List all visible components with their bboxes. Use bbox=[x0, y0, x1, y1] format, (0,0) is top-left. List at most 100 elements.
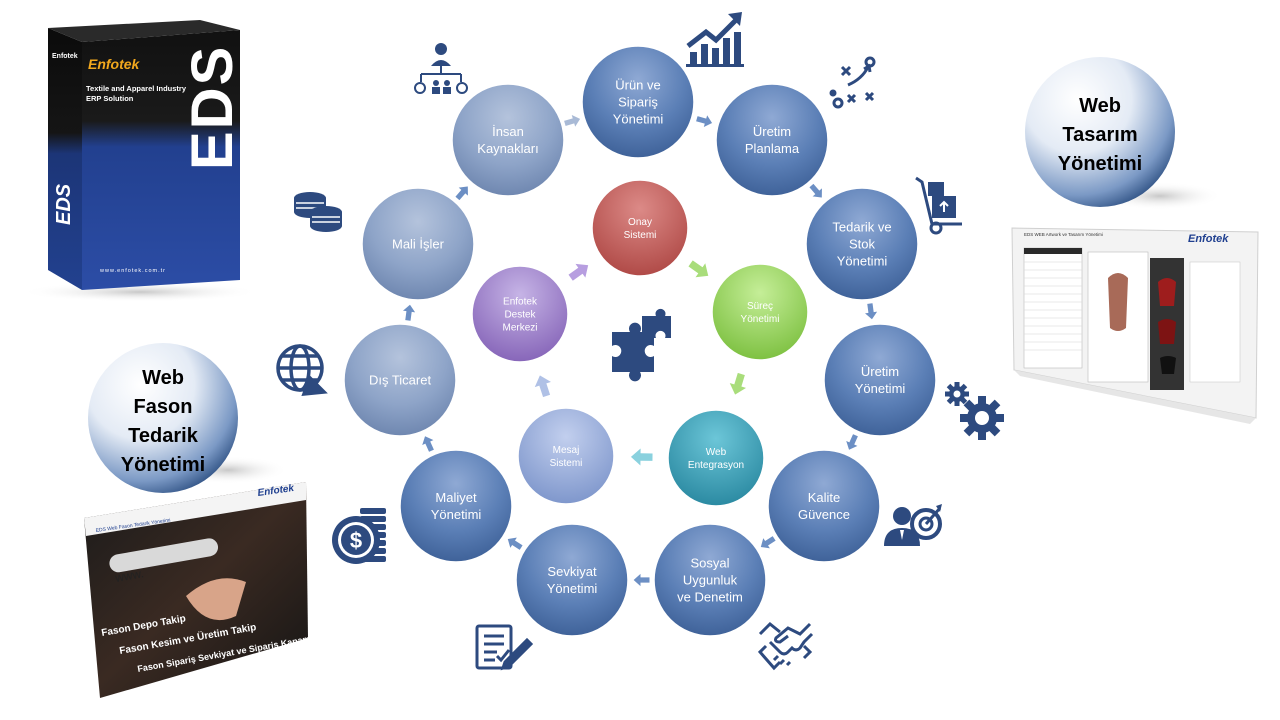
module-dis-ticaret: Dış Ticaret bbox=[343, 323, 457, 437]
module-kalite-guvence-label-2: Güvence bbox=[798, 507, 850, 522]
inner-web-entegrasyon-label-2: Entegrasyon bbox=[688, 460, 744, 471]
module-maliyet-label-2: Yönetimi bbox=[431, 507, 482, 522]
outer-arrow bbox=[506, 536, 524, 552]
box-website: www.enfotek.com.tr bbox=[99, 268, 166, 274]
module-uretim-planlama-circle bbox=[715, 83, 829, 197]
coins-stack-icon bbox=[294, 192, 342, 232]
module-mali-isler: Mali İşler bbox=[361, 187, 475, 301]
inner-arrow bbox=[532, 374, 554, 399]
module-sosyal-uygunluk-label-2: Uygunluk bbox=[683, 573, 738, 588]
growth-chart-icon bbox=[686, 12, 744, 67]
inner-surec-circle bbox=[711, 263, 809, 361]
module-mali-isler-label-1: Mali İşler bbox=[392, 237, 445, 252]
module-insan-kaynaklari-label-1: İnsan bbox=[492, 124, 524, 139]
web-fason-screenshot: Enfotek EDS Web Fason Tedarik Yönetimi w… bbox=[84, 482, 317, 698]
checklist-icon bbox=[475, 624, 534, 671]
ss-right-logo: Enfotek bbox=[1188, 233, 1229, 245]
inner-mesaj-label-1: Mesaj bbox=[553, 445, 580, 456]
outer-arrow bbox=[844, 432, 860, 452]
module-uretim-yonetimi-label-1: Üretim bbox=[861, 364, 899, 379]
inner-mesaj-circle bbox=[517, 407, 615, 505]
box-eds-logo: EDS bbox=[180, 45, 245, 170]
outer-arrow bbox=[759, 534, 777, 550]
inner-arrow bbox=[687, 258, 710, 279]
inner-web-entegrasyon-circle bbox=[667, 409, 765, 507]
hand-truck-icon bbox=[915, 176, 962, 235]
module-urun-siparis-circle bbox=[581, 45, 695, 159]
ss-left-logo: Enfotek bbox=[257, 483, 295, 499]
box-brand-logo: Enfotek bbox=[88, 56, 141, 72]
module-sevkiyat-label-1: Sevkiyat bbox=[547, 564, 597, 579]
dollar-coins-icon: $ bbox=[332, 508, 386, 564]
inner-onay-label-1: Onay bbox=[628, 217, 652, 228]
module-insan-kaynaklari-label-2: Kaynakları bbox=[477, 141, 538, 156]
web-tasarim-line-3: Yönetimi bbox=[1058, 153, 1142, 175]
inner-onay-circle bbox=[591, 179, 689, 277]
web-fason-line-3: Tedarik bbox=[128, 425, 199, 447]
svg-text:$: $ bbox=[350, 528, 362, 553]
box-tagline-2: ERP Solution bbox=[86, 94, 134, 103]
inner-destek-circle bbox=[471, 265, 569, 363]
web-tasarim-line-2: Tasarım bbox=[1062, 124, 1137, 146]
ring-arrows bbox=[400, 112, 880, 589]
inner-arrow bbox=[567, 262, 590, 283]
module-sevkiyat-label-2: Yönetimi bbox=[547, 581, 598, 596]
outer-arrow bbox=[694, 112, 714, 129]
outer-arrow bbox=[400, 303, 418, 322]
gears-icon bbox=[945, 382, 1004, 440]
outer-arrow bbox=[420, 434, 436, 454]
inner-destek-label-1: Enfotek bbox=[503, 297, 538, 308]
web-fason-line-1: Web bbox=[142, 367, 184, 389]
inner-surec-label-2: Yönetimi bbox=[741, 314, 780, 325]
strategy-icon bbox=[829, 56, 876, 109]
inner-surec-label-1: Süreç bbox=[747, 301, 773, 312]
web-tasarim-line-1: Web bbox=[1079, 95, 1121, 117]
web-tasarim-bubble: Web Tasarım Yönetimi bbox=[1025, 57, 1222, 210]
globe-arrow-icon bbox=[276, 344, 328, 397]
module-sosyal-uygunluk-label-1: Sosyal bbox=[690, 556, 729, 571]
inner-destek-label-3: Merkezi bbox=[502, 323, 537, 334]
module-uretim-planlama-label-2: Planlama bbox=[745, 141, 800, 156]
module-tedarik-stok-label-2: Stok bbox=[849, 237, 876, 252]
outer-arrow bbox=[808, 182, 823, 199]
inner-onay-label-2: Sistemi bbox=[624, 230, 657, 241]
web-fason-line-4: Yönetimi bbox=[121, 454, 205, 476]
module-tedarik-stok-label-3: Yönetimi bbox=[837, 253, 888, 268]
module-tedarik-stok-circle bbox=[805, 187, 919, 301]
web-tasarim-screenshot: Enfotek EDS WEB Artwork ve Tasarım Yönet… bbox=[1011, 227, 1259, 424]
module-mali-isler-circle bbox=[361, 187, 475, 301]
outer-arrow bbox=[862, 302, 880, 321]
inner-arrow bbox=[629, 446, 654, 468]
outer-arrow bbox=[632, 571, 651, 589]
inner-destek-label-2: Destek bbox=[504, 310, 536, 321]
module-uretim-yonetimi-circle bbox=[823, 323, 937, 437]
module-insan-kaynaklari-circle bbox=[451, 83, 565, 197]
module-maliyet-label-1: Maliyet bbox=[435, 490, 477, 505]
module-uretim-yonetimi-label-2: Yönetimi bbox=[855, 381, 906, 396]
module-kalite-guvence-circle bbox=[767, 449, 881, 563]
module-urun-siparis-label-3: Yönetimi bbox=[613, 111, 664, 126]
outer-arrow bbox=[454, 185, 469, 202]
outer-module-ring: Ürün veSiparişYönetimiÜretimPlanlamaTeda… bbox=[343, 45, 937, 637]
org-chart-icon bbox=[414, 43, 468, 94]
box-side-brand: Enfotek bbox=[52, 53, 78, 60]
ss-right-header: EDS WEB Artwork ve Tasarım Yönetimi bbox=[1024, 232, 1103, 237]
puzzle-icon bbox=[612, 308, 671, 382]
module-kalite-guvence-label-1: Kalite bbox=[808, 490, 841, 505]
inner-web-entegrasyon-label-1: Web bbox=[706, 447, 727, 458]
module-urun-siparis-label-2: Sipariş bbox=[618, 95, 658, 110]
module-sosyal-uygunluk-label-3: ve Denetim bbox=[677, 589, 743, 604]
outer-arrow bbox=[562, 113, 582, 130]
